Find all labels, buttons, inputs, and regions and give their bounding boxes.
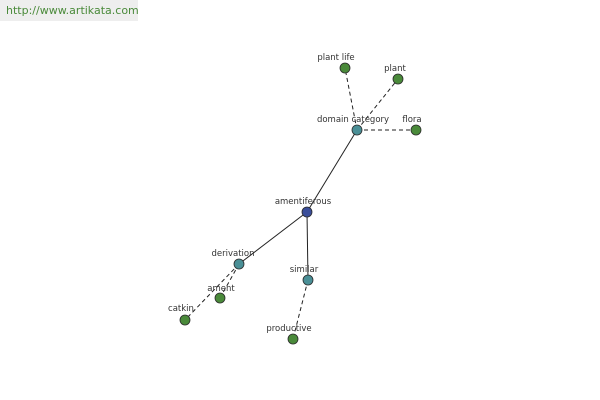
node-label-flora[interactable]: flora xyxy=(402,115,421,125)
edge-domain-category-plant-life xyxy=(344,67,358,131)
node-dot-plant-life[interactable] xyxy=(339,62,351,74)
nodes-layer: amentiferous domain category derivation sim… xyxy=(168,53,422,345)
node-dot-flora[interactable] xyxy=(410,124,422,136)
node-label-derivation[interactable]: derivation xyxy=(211,249,254,259)
node-dot-derivation[interactable] xyxy=(233,258,245,270)
node-ament[interactable]: ament xyxy=(207,284,235,304)
edge-amentiferous-similar xyxy=(306,211,309,281)
edge-similar-productive xyxy=(292,279,309,340)
node-dot-amentiferous[interactable] xyxy=(301,206,313,218)
edge-amentiferous-derivation xyxy=(238,211,308,265)
node-label-amentiferous[interactable]: amentiferous xyxy=(275,197,332,207)
node-domain-category[interactable]: domain category xyxy=(317,115,389,136)
node-label-productive[interactable]: productive xyxy=(266,324,311,334)
node-flora[interactable]: flora xyxy=(402,115,422,136)
node-dot-similar[interactable] xyxy=(302,274,314,286)
node-similar[interactable]: similar xyxy=(290,265,319,286)
node-dot-ament[interactable] xyxy=(214,292,226,304)
edge-amentiferous-domain-category xyxy=(306,129,358,213)
url-bar: http://www.artikata.com xyxy=(0,0,139,21)
node-dot-productive[interactable] xyxy=(287,333,299,345)
node-label-plant[interactable]: plant xyxy=(384,64,406,74)
node-label-similar[interactable]: similar xyxy=(290,265,319,275)
edges-layer xyxy=(184,67,416,340)
node-catkin[interactable]: catkin xyxy=(168,304,194,326)
node-dot-plant[interactable] xyxy=(392,73,404,85)
node-label-catkin[interactable]: catkin xyxy=(168,304,194,314)
edge-domain-category-plant xyxy=(356,78,399,131)
edge-derivation-catkin xyxy=(184,263,240,321)
site-url[interactable]: http://www.artikata.com xyxy=(6,4,139,17)
node-amentiferous[interactable]: amentiferous xyxy=(275,197,332,218)
node-dot-catkin[interactable] xyxy=(179,314,191,326)
node-dot-domain-category[interactable] xyxy=(351,124,363,136)
node-plant[interactable]: plant xyxy=(384,64,407,85)
node-label-ament[interactable]: ament xyxy=(207,284,235,294)
node-derivation[interactable]: derivation xyxy=(211,249,255,270)
node-label-plant-life[interactable]: plant life xyxy=(317,53,354,63)
node-label-domain-category[interactable]: domain category xyxy=(317,115,389,125)
node-productive[interactable]: productive xyxy=(266,324,312,345)
node-plant-life[interactable]: plant life xyxy=(317,53,355,74)
